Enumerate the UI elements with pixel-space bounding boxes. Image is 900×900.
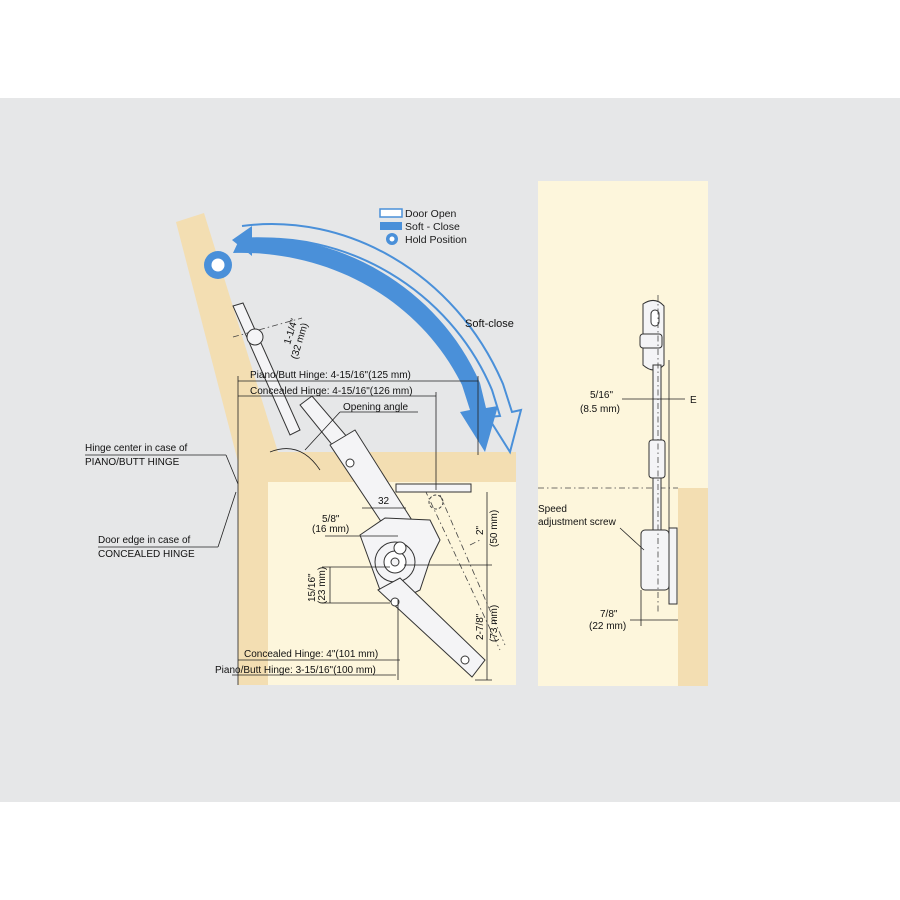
dim-5-8-mm: (16 mm) (312, 524, 349, 535)
dim-2-mm: (50 mm) (489, 510, 500, 547)
lever-pivot (345, 458, 355, 468)
legend-door-open-swatch (379, 208, 403, 218)
opening-angle-arc (269, 448, 321, 471)
side-mount-plate (668, 527, 678, 605)
opening-angle-leader (304, 411, 341, 451)
dim-2-7-8-group: 2-7/8" (73 mm) (475, 605, 500, 642)
legend-soft-close: Soft - Close (405, 221, 460, 233)
dim-5-16-in: 5/16" (590, 390, 613, 401)
soft-close-arrow (233, 237, 498, 452)
dim-concealed-top: Concealed Hinge: 4-15/16"(126 mm) (250, 386, 413, 397)
side-view-cabinet-wall (678, 488, 708, 686)
speed-label-1: Speed (538, 504, 567, 515)
dim-concealed-bottom: Concealed Hinge: 4"(101 mm) (244, 649, 378, 660)
dim-5-8-in: 5/8" (322, 514, 340, 525)
side-link-lower (652, 477, 662, 534)
lower-arm (377, 577, 486, 678)
dim-5-16-mm: (8.5 mm) (580, 404, 620, 415)
speed-leader (619, 527, 645, 551)
upper-arm-centerline (232, 317, 303, 338)
dim-2-7-8-in: 2-7/8" (475, 613, 486, 640)
hinge-center-leader-diagonal (225, 454, 239, 485)
side-mid-body (648, 439, 666, 479)
legend-hold-position-icon-inner (389, 236, 395, 242)
dim-7-8-mm: (22 mm) (589, 621, 626, 632)
legend-soft-close-swatch (380, 222, 402, 230)
speed-label-2: adjustment screw (538, 517, 617, 528)
damper-housing-center (390, 557, 400, 567)
door-edge-label-1: Door edge in case of (98, 535, 191, 546)
side-bottom-body (640, 529, 670, 591)
mounting-plate (395, 483, 472, 493)
legend-door-open: Door Open (405, 208, 457, 220)
top-pivot (393, 541, 407, 555)
cabinet-side-panel (238, 480, 268, 685)
lower-arm-end (460, 655, 470, 665)
door-mount-screw (246, 328, 264, 346)
door-open-arrowhead (232, 226, 252, 256)
hinge-center-label-2: PIANO/BUTT HINGE (85, 457, 180, 468)
door-edge-leader-diagonal (217, 491, 237, 548)
dim-32: 32 (378, 496, 390, 507)
dim-15-16-in: 15/16" (307, 573, 318, 602)
lower-arm-pivot (390, 597, 400, 607)
dim-2-in: 2" (475, 525, 486, 535)
dim-2-7-8-mm: (73 mm) (489, 605, 500, 642)
door-open-arrow-outline (239, 223, 523, 455)
dim-7-8-in: 7/8" (600, 609, 618, 620)
side-top-knob (639, 333, 663, 349)
legend-hold-position: Hold Position (405, 234, 467, 246)
opening-angle-label: Opening angle (343, 402, 408, 413)
closed-position-ghost (424, 489, 506, 651)
closed-position-pivot (428, 494, 444, 510)
dim-15-16-group: 15/16" (23 mm) (307, 567, 328, 604)
hold-position-inner (211, 258, 225, 272)
dim-piano-top: Piano/Butt Hinge: 4-15/16"(125 mm) (250, 370, 411, 381)
door-edge-label-2: CONCEALED HINGE (98, 549, 195, 560)
hinge-center-label-1: Hinge center in case of (85, 443, 188, 454)
dim-piano-bottom: Piano/Butt Hinge: 3-15/16"(100 mm) (215, 665, 376, 676)
e-label: E (690, 395, 697, 406)
side-top-slot (650, 309, 660, 327)
side-link-upper (652, 364, 662, 441)
dim-2-group: 2" (50 mm) (475, 510, 500, 547)
dim-15-16-mm: (23 mm) (317, 567, 328, 604)
soft-close-label: Soft-close (465, 318, 514, 330)
open-door-panel (176, 213, 278, 485)
